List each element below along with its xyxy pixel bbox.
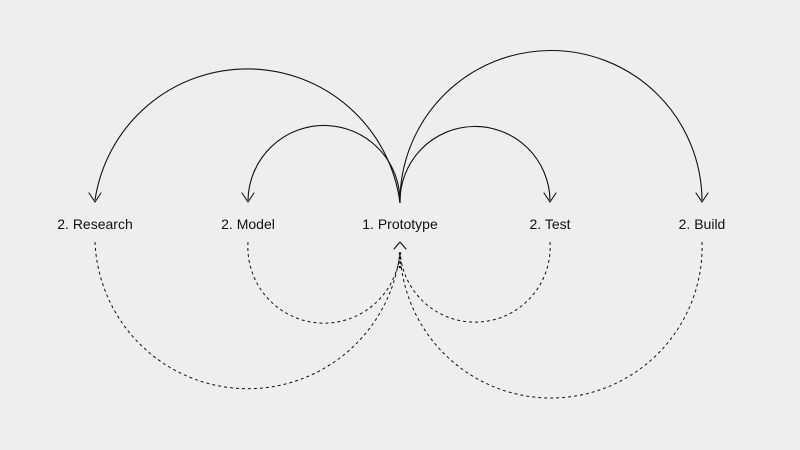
- edge-research-prototype: [94, 241, 401, 390]
- arrowhead-research-icon: [88, 192, 102, 203]
- node-prototype: 1. Prototype: [362, 216, 438, 232]
- edge-prototype-test: [399, 125, 551, 204]
- edge-build-prototype: [399, 241, 703, 399]
- arrowhead-prototype-icon: [393, 241, 407, 250]
- node-model: 2. Model: [221, 216, 275, 232]
- edge-test-prototype: [399, 241, 551, 323]
- edge-prototype-build: [399, 49, 703, 204]
- arrowhead-test-icon: [543, 192, 557, 203]
- edge-model-prototype: [247, 241, 401, 324]
- node-test: 2. Test: [530, 216, 571, 232]
- arrowhead-model-icon: [241, 192, 255, 203]
- edge-prototype-research: [94, 68, 401, 204]
- node-build: 2. Build: [679, 216, 726, 232]
- arrowhead-build-icon: [695, 192, 709, 203]
- node-research: 2. Research: [57, 216, 132, 232]
- edge-prototype-model: [247, 124, 401, 204]
